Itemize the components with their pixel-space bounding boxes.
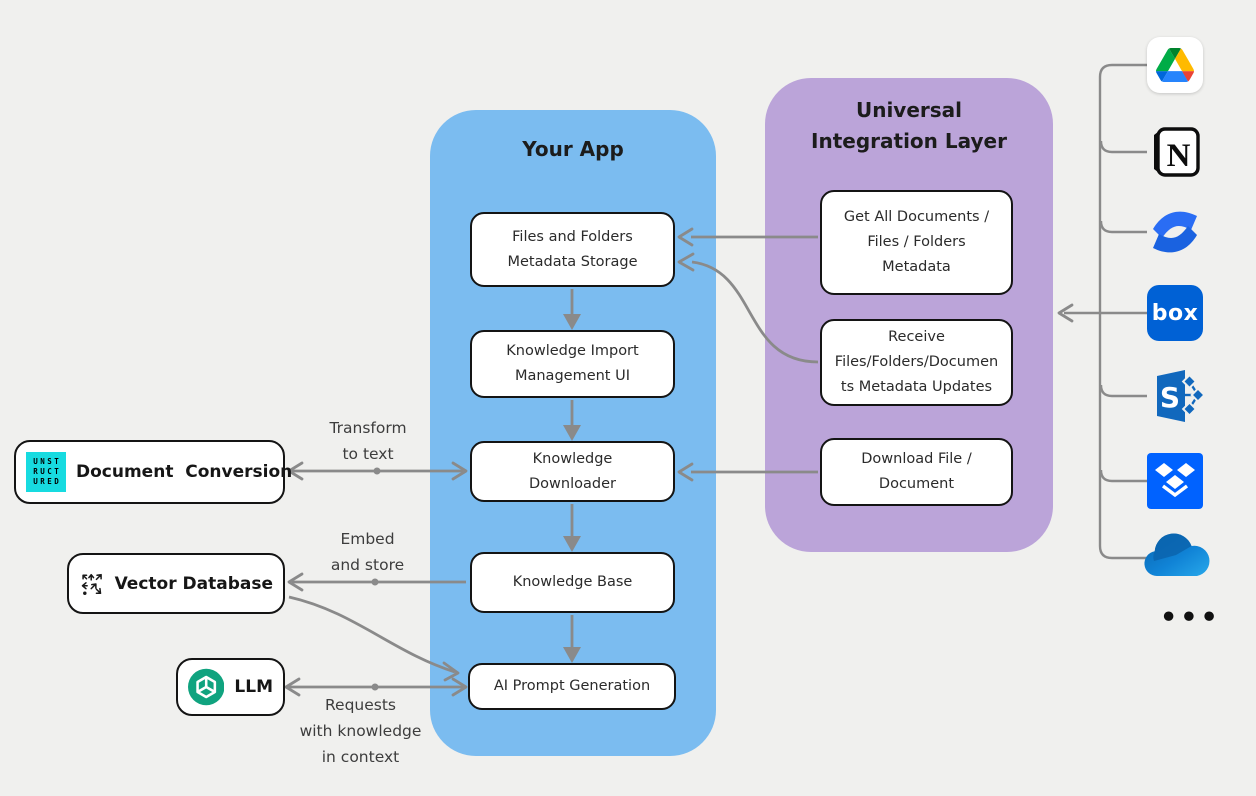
arrow-import-ui-to-knowledge-downloader <box>563 400 581 441</box>
edge-label-requests-with-knowledge: Requests with knowledge in context <box>299 696 422 766</box>
sharepoint-icon: S <box>1147 368 1206 424</box>
dropbox-icon <box>1147 453 1203 509</box>
arrow-knowledge-base-to-ai-prompt <box>563 615 581 663</box>
arrow-download-file-to-knowledge-downloader <box>677 462 818 482</box>
document-conversion-label: Document Conversion <box>76 462 293 482</box>
your-app-title: Your App <box>522 137 624 161</box>
sharepoint-letter: S <box>1160 381 1180 414</box>
service-llm: LLM <box>176 658 285 716</box>
node-get-all-documents-metadata: Get All Documents / Files / Folders Meta… <box>820 190 1013 295</box>
service-vector-database: Vector Database <box>67 553 285 614</box>
unstructured-logo-line: URED <box>33 477 62 486</box>
unstructured-logo-line: UNST <box>33 457 62 466</box>
arrow-get-all-documents-to-metadata-storage <box>677 227 818 247</box>
arrow-receive-updates-to-metadata-storage <box>677 252 819 364</box>
arrow-llm-ai-prompt <box>284 677 468 697</box>
integration-layer-title: Universal Integration Layer <box>811 98 1007 153</box>
more-services-ellipsis: ••• <box>1160 602 1221 633</box>
service-document-conversion: UNST RUCT URED Document Conversion <box>14 440 292 504</box>
confluence-icon <box>1147 204 1203 260</box>
node-files-metadata-storage: Files and Folders Metadata Storage <box>470 212 675 287</box>
llm-label: LLM <box>234 677 273 697</box>
box-logo-text: box <box>1151 300 1199 326</box>
edge-label-embed-and-store: Embed and store <box>330 530 405 574</box>
node-ai-prompt-generation: AI Prompt Generation <box>468 663 676 710</box>
notion-letter: N <box>1167 138 1191 174</box>
vector-database-label: Vector Database <box>114 573 273 594</box>
node-download-file-document: Download File / Document <box>820 438 1013 506</box>
box-icon: box <box>1147 285 1203 341</box>
arrow-knowledge-base-to-vector-database <box>287 572 466 592</box>
unstructured-logo-icon: UNST RUCT URED <box>26 452 66 492</box>
vector-scatter-arrows-icon <box>81 573 102 595</box>
google-drive-icon <box>1147 37 1203 93</box>
arrow-document-conversion-knowledge-downloader <box>287 461 468 481</box>
arrow-knowledge-downloader-to-knowledge-base <box>563 504 581 552</box>
node-knowledge-downloader: Knowledge Downloader <box>470 441 675 502</box>
openai-logo-icon <box>188 668 225 706</box>
node-knowledge-base: Knowledge Base <box>470 552 675 613</box>
right-rail-connector <box>1057 63 1147 560</box>
edge-label-transform-to-text: Transform to text <box>329 419 407 463</box>
node-receive-metadata-updates: Receive Files/Folders/Documen ts Metadat… <box>820 319 1013 406</box>
node-knowledge-import-ui: Knowledge Import Management UI <box>470 330 675 398</box>
unstructured-logo-line: RUCT <box>33 467 62 476</box>
notion-icon: N <box>1147 124 1203 180</box>
arrow-vector-database-to-ai-prompt-curve <box>288 595 460 682</box>
onedrive-icon <box>1140 528 1212 584</box>
arrow-metadata-storage-to-import-ui <box>563 289 581 330</box>
